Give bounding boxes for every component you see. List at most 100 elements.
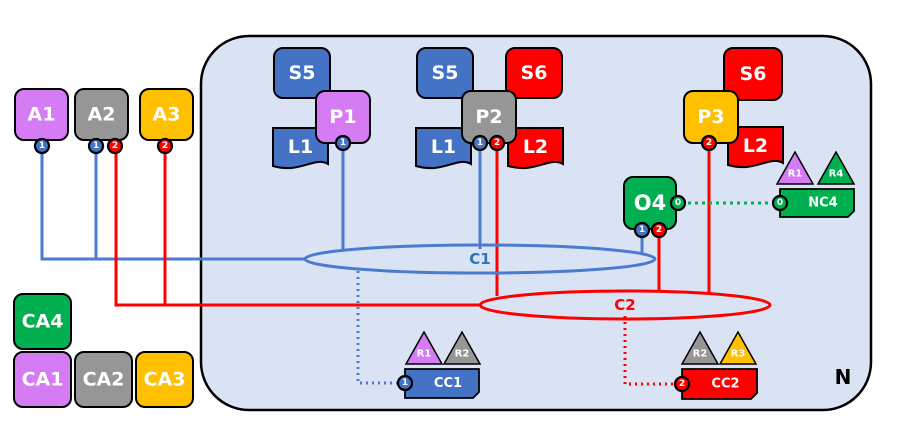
role-nc4-r1-shape <box>775 150 815 185</box>
log-l2-p3: L2 <box>727 126 784 169</box>
port-p3-2: 2 <box>700 134 718 152</box>
port-nc4-0: 0 <box>771 194 789 212</box>
port-o4-0: 0 <box>669 194 687 212</box>
legend-ca2: CA2 <box>74 351 133 408</box>
port-o4-1: 1 <box>633 221 651 239</box>
channel-c2-ellipse <box>478 289 772 321</box>
port-a2-1: 1 <box>87 137 105 155</box>
agent-a1: A1 <box>14 88 69 141</box>
port-circle <box>106 137 124 155</box>
legend-ca1-label: CA1 <box>22 369 64 391</box>
role-cc1-r2-label: R2 <box>455 349 470 360</box>
port-circle <box>633 221 651 239</box>
role-nc4-r4-label: R4 <box>829 169 844 180</box>
store-s5-p1-shape <box>273 47 331 99</box>
log-l2-p3-label: L2 <box>743 135 768 157</box>
log-l1-p1-label: L1 <box>288 136 313 158</box>
contract-nc4-shape <box>779 188 855 218</box>
role-nc4-r1-label: R1 <box>788 169 803 180</box>
port-a2-2: 2 <box>106 137 124 155</box>
port-number: 2 <box>112 141 118 151</box>
port-p2-1: 1 <box>471 134 489 152</box>
store-s5-p2: S5 <box>416 47 474 99</box>
store-s5-p2-label: S5 <box>432 62 459 84</box>
role-cc1-r1-label: R1 <box>417 349 432 360</box>
port-number: 0 <box>675 198 681 208</box>
link-a1-c1 <box>40 146 306 261</box>
role-cc1-r1: R1 <box>404 330 444 365</box>
log-l1-p2-label: L1 <box>431 136 456 158</box>
legend-ca3: CA3 <box>135 351 194 408</box>
legend-ca3-label: CA3 <box>144 369 186 391</box>
port-circle <box>156 137 174 155</box>
port-o4-2: 2 <box>650 221 668 239</box>
role-nc4-r4-shape <box>816 150 856 185</box>
process-p1: P1 <box>315 90 371 144</box>
port-circle <box>33 137 51 155</box>
port-number: 2 <box>162 141 168 151</box>
role-cc2-r2-shape <box>680 330 720 365</box>
port-p1-1: 1 <box>334 134 352 152</box>
link-c1-cc1 <box>356 271 398 385</box>
store-s6-p3-label: S6 <box>740 63 767 85</box>
store-s6-p2-label: S6 <box>521 62 548 84</box>
port-cc2-2: 2 <box>673 375 691 393</box>
legend-ca2-label: CA2 <box>83 369 125 391</box>
port-number: 1 <box>402 378 408 388</box>
links-layer <box>40 144 776 386</box>
port-circle <box>700 134 718 152</box>
store-s6-p2-shape <box>505 47 563 99</box>
port-circle <box>650 221 668 239</box>
role-nc4-r4: R4 <box>816 150 856 185</box>
log-l1-p2-shape <box>415 127 472 170</box>
log-l2-p2: L2 <box>507 127 564 170</box>
role-cc2-r2-label: R2 <box>693 349 708 360</box>
orchestrator-o4-label: O4 <box>634 191 666 215</box>
contract-nc4: NC4 <box>779 188 855 218</box>
contract-cc1: CC1 <box>404 368 480 399</box>
port-number: 2 <box>706 138 712 148</box>
role-nc4-r1: R1 <box>775 150 815 185</box>
log-l1-p1-shape <box>272 127 329 170</box>
store-s5-p2-shape <box>416 47 474 99</box>
channel-c1: C1 <box>303 243 657 275</box>
process-p1-label: P1 <box>329 106 356 128</box>
channel-c2-label: C2 <box>614 296 635 314</box>
port-number: 2 <box>656 225 662 235</box>
channel-c1-label: C1 <box>469 250 490 268</box>
port-circle <box>771 194 789 212</box>
port-circle <box>673 375 691 393</box>
contract-cc1-label: CC1 <box>434 376 462 391</box>
agent-a1-label: A1 <box>28 104 56 126</box>
contract-cc2-shape <box>681 368 758 400</box>
port-number: 1 <box>39 141 45 151</box>
log-l1-p1: L1 <box>272 127 329 170</box>
port-number: 1 <box>477 138 483 148</box>
port-cc1-1: 1 <box>396 374 414 392</box>
role-cc1-r1-shape <box>404 330 444 365</box>
link-c2-cc2 <box>623 316 676 386</box>
role-cc2-r3-shape <box>718 330 758 365</box>
port-circle <box>471 134 489 152</box>
log-l2-p2-label: L2 <box>523 136 548 158</box>
legend-ca2-shape <box>74 351 133 408</box>
port-a1-1: 1 <box>33 137 51 155</box>
agent-a2-shape <box>74 88 129 141</box>
channel-c1-ellipse <box>303 243 657 275</box>
agent-a3: A3 <box>139 88 194 141</box>
role-cc2-r2: R2 <box>680 330 720 365</box>
role-cc2-r3-label: R3 <box>731 349 746 360</box>
port-number: 1 <box>93 141 99 151</box>
log-l2-p2-shape <box>507 127 564 170</box>
legend-ca1-shape <box>13 351 72 408</box>
process-p3: P3 <box>683 90 739 144</box>
process-p3-label: P3 <box>697 106 724 128</box>
role-cc2-r3: R3 <box>718 330 758 365</box>
contract-nc4-label: NC4 <box>808 196 837 211</box>
log-l2-p3-shape <box>727 126 784 169</box>
port-p2-2: 2 <box>488 134 506 152</box>
legend-ca1: CA1 <box>13 351 72 408</box>
port-number: 1 <box>639 225 645 235</box>
